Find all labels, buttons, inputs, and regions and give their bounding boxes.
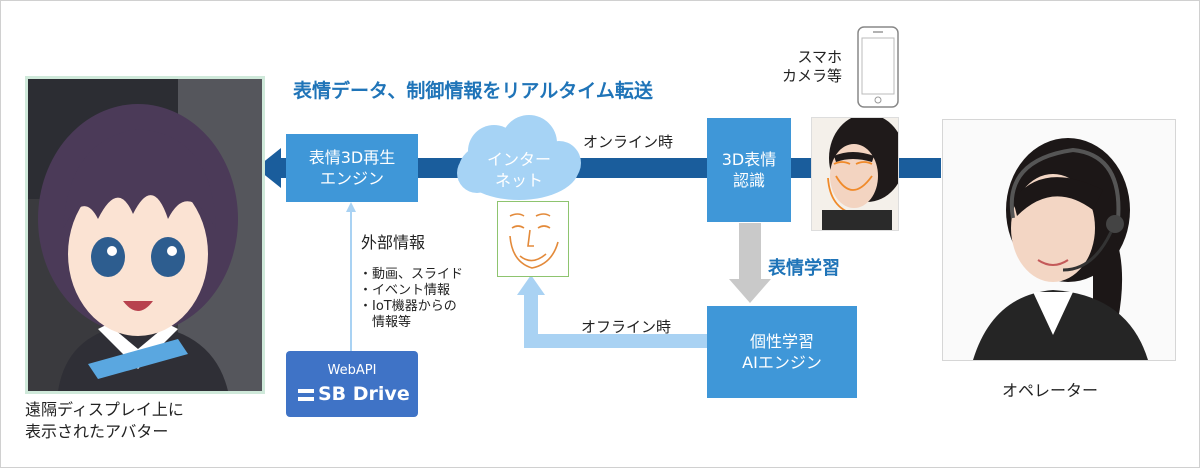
sb-drive-logo-icon	[298, 389, 314, 401]
avatar-frame	[25, 76, 265, 394]
face-sketch-icon	[509, 213, 559, 269]
external-info-title: 外部情報	[361, 233, 426, 252]
main-arrow-head	[256, 148, 281, 188]
face-sketch-frame	[497, 201, 569, 277]
external-info-arrow-head	[346, 202, 356, 212]
webapi-badge: WebAPI SB Drive	[286, 351, 418, 417]
sb-drive-brand: SB Drive	[318, 383, 410, 405]
operator-photo	[942, 119, 1176, 361]
webapi-label: WebAPI	[327, 363, 377, 378]
smartphone-icon	[857, 26, 899, 108]
smartphone-caption: スマホ カメラ等	[781, 48, 842, 85]
operator-image	[943, 120, 1175, 360]
learning-label: 表情学習	[768, 258, 840, 279]
captured-face-photo	[811, 117, 899, 231]
captured-face-image	[812, 118, 898, 230]
offline-return-line	[524, 289, 709, 348]
operator-caption: オペレーター	[1002, 381, 1099, 400]
avatar-caption: 遠隔ディスプレイ上に 表示されたアバター	[25, 400, 184, 441]
internet-label: インター ネット	[486, 150, 551, 190]
avatar-image	[28, 79, 262, 391]
learning-arrow-shaft	[739, 223, 761, 281]
online-label: オンライン時	[583, 133, 674, 151]
recognition-box: 3D表情 認識	[707, 118, 791, 222]
page-title: 表情データ、制御情報をリアルタイム転送	[293, 80, 653, 102]
internet-cloud	[457, 115, 581, 200]
offline-arrow-head	[517, 275, 545, 295]
external-info-list: ・動画、スライド ・イベント情報 ・IoT機器からの 情報等	[359, 267, 464, 330]
ai-engine-box: 個性学習 AIエンジン	[707, 306, 857, 398]
learning-arrow-head	[729, 279, 771, 303]
engine-box: 表情3D再生 エンジン	[286, 134, 418, 202]
offline-label: オフライン時	[581, 318, 672, 336]
